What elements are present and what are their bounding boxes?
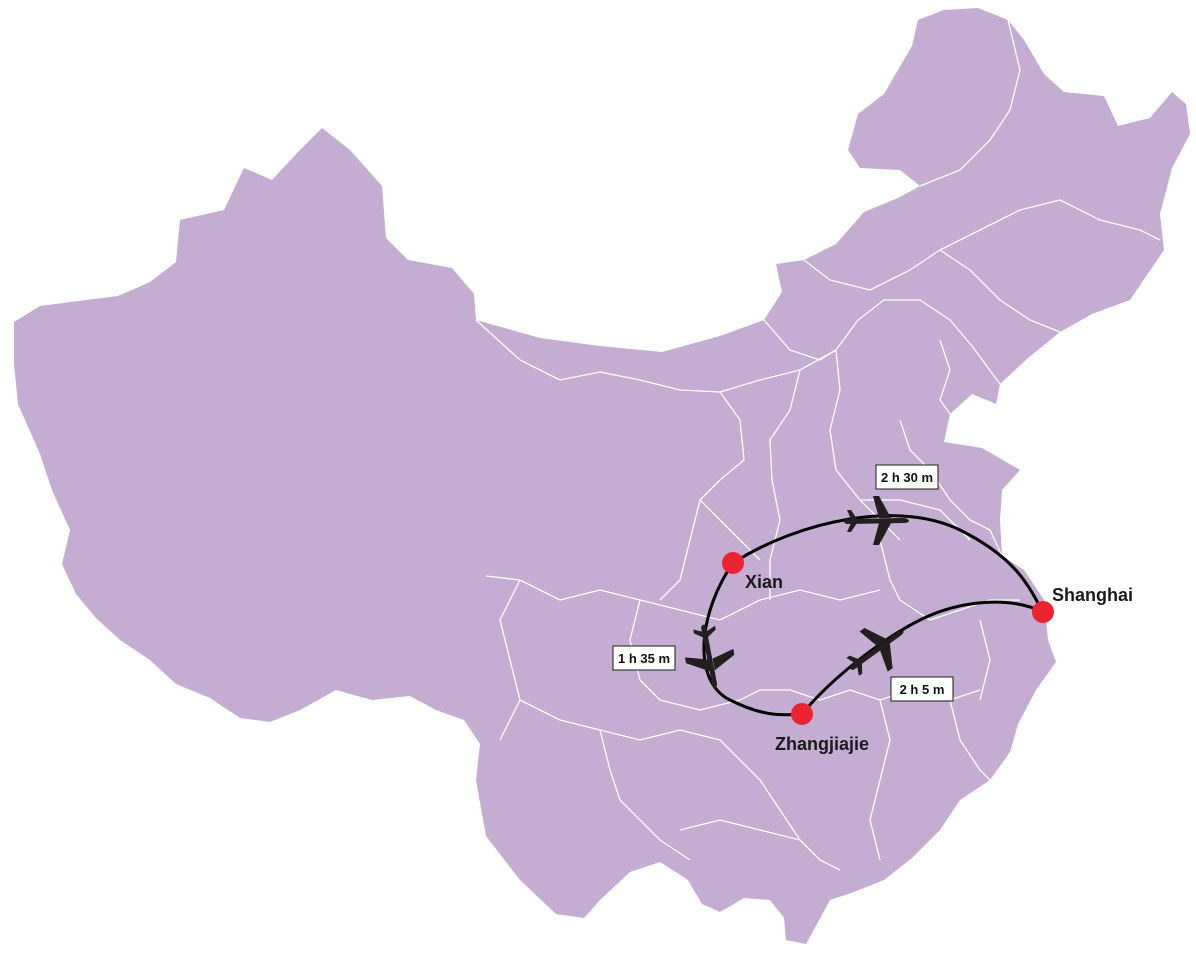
city-marker-shanghai bbox=[1032, 601, 1054, 623]
duration-label: 1 h 35 m bbox=[618, 651, 670, 666]
airplane-icon bbox=[685, 624, 735, 689]
duration-badge: 1 h 35 m bbox=[612, 645, 676, 671]
duration-label: 2 h 5 m bbox=[900, 682, 945, 697]
city-marker-zhangjiajie bbox=[791, 703, 813, 725]
city-marker-xian bbox=[722, 552, 744, 574]
airplane-icon bbox=[846, 628, 904, 676]
flight-routes bbox=[702, 514, 1045, 717]
city-label-zhangjiajie: Zhangjiajie bbox=[775, 734, 869, 754]
duration-badge: 2 h 5 m bbox=[890, 676, 954, 702]
city-label-shanghai: Shanghai bbox=[1052, 585, 1133, 605]
route-xian-zhangjiajie bbox=[702, 562, 803, 717]
airplane-icon bbox=[844, 496, 909, 545]
duration-badge: 2 h 30 m bbox=[875, 464, 939, 490]
city-label-xian: Xian bbox=[745, 572, 783, 592]
duration-label: 2 h 30 m bbox=[881, 470, 933, 485]
china-land bbox=[14, 8, 1190, 944]
route-xian-shanghai bbox=[732, 514, 1045, 613]
route-zhangjiajie-shanghai bbox=[800, 600, 1044, 715]
